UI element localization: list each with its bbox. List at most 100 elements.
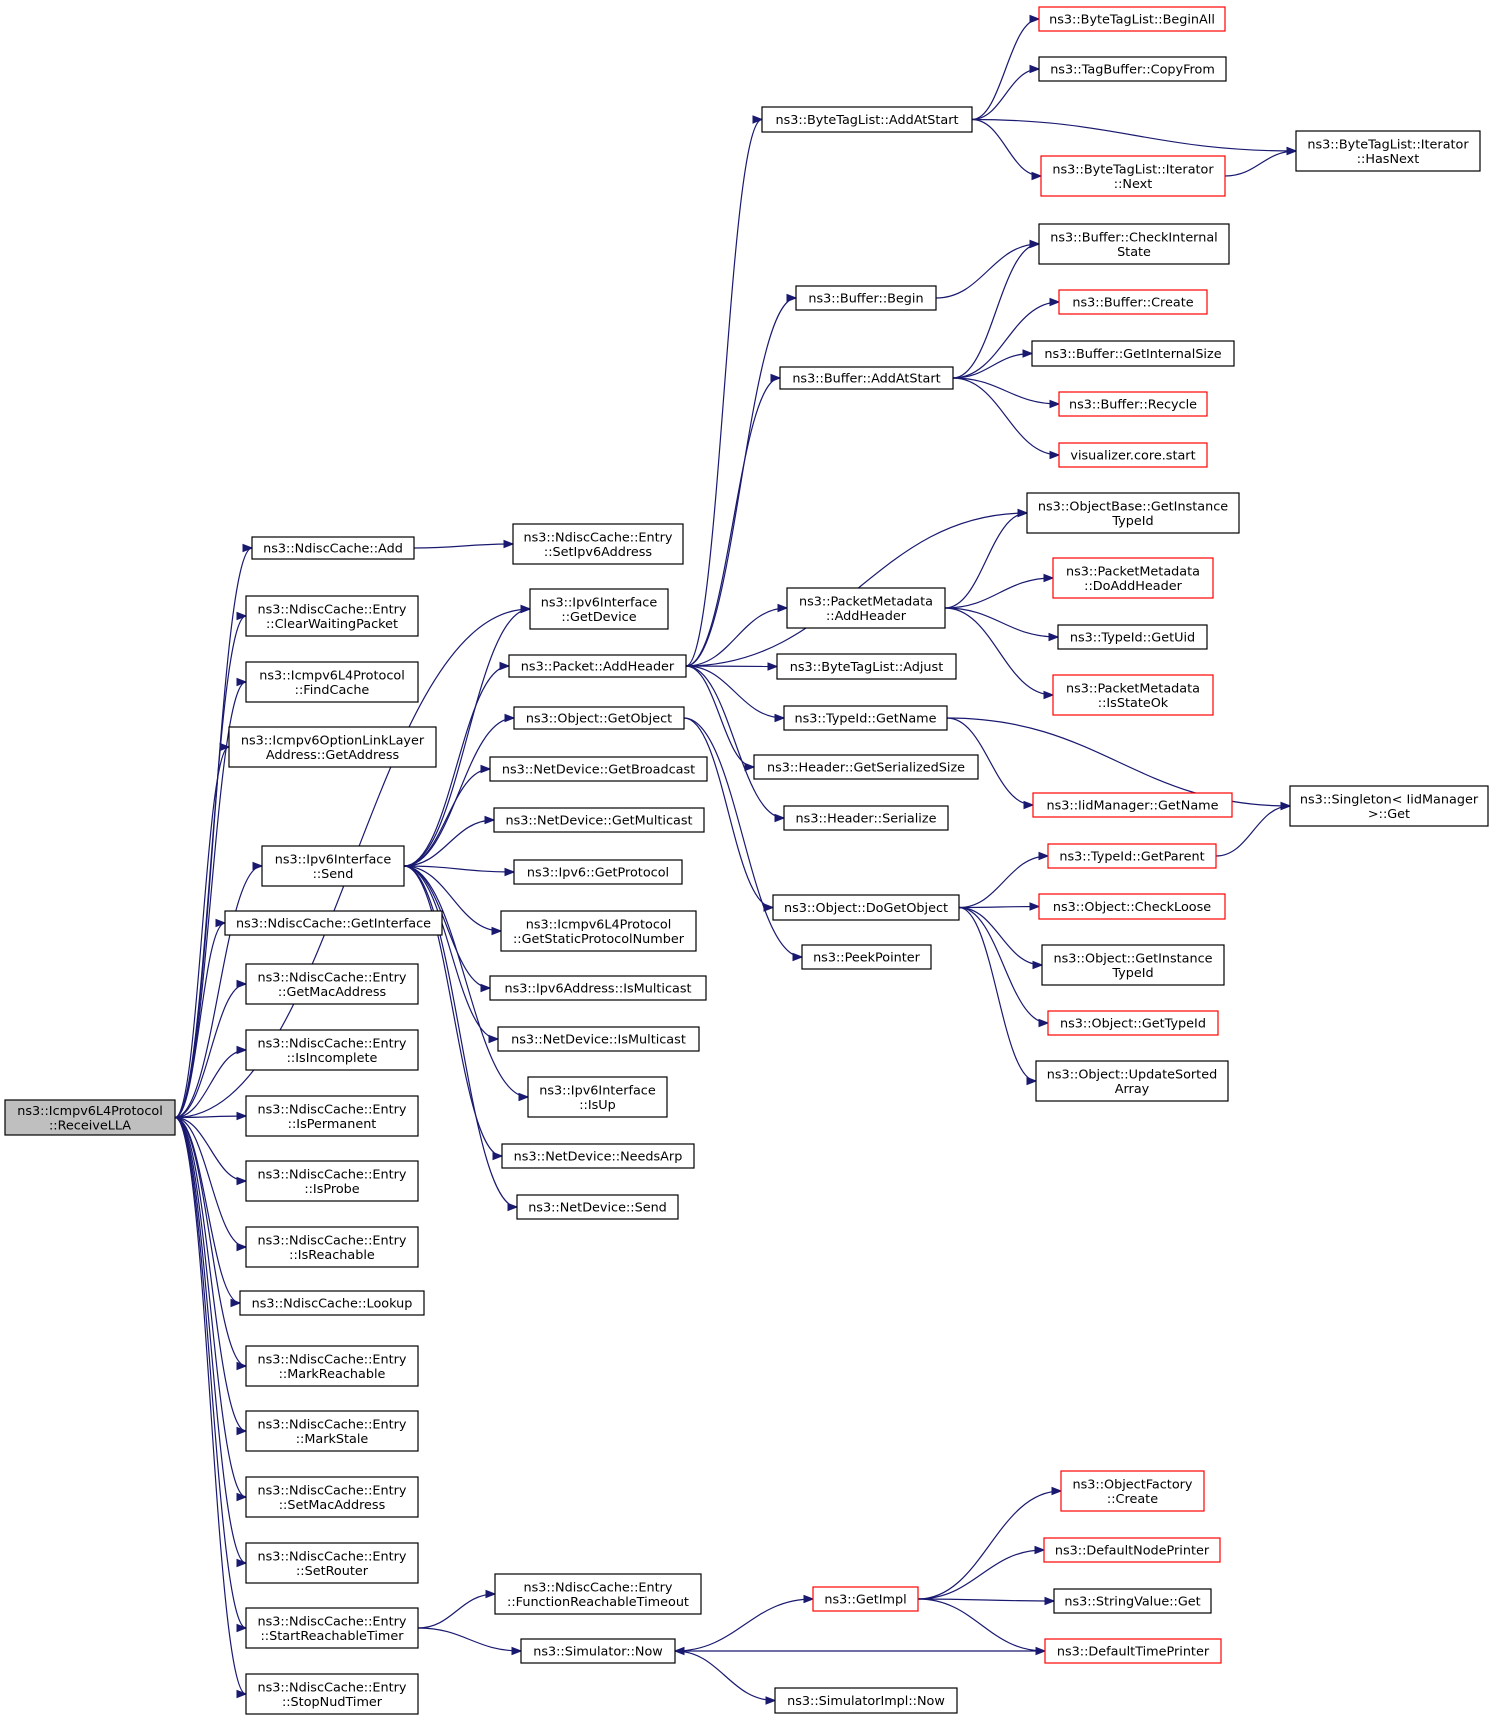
node-isprobe[interactable]: ns3::NdiscCache::Entry::IsProbe [245,1160,419,1202]
node-box-objfactory_create[interactable] [1060,1470,1205,1512]
node-typeid_getuid[interactable]: ns3::TypeId::GetUid [1057,624,1208,650]
node-box-tagbuf_copyfrom[interactable] [1038,56,1227,82]
node-btl_addatstart[interactable]: ns3::ByteTagList::AddAtStart [761,106,973,133]
node-box-nd_send[interactable] [516,1194,679,1220]
node-buf_create[interactable]: ns3::Buffer::Create [1058,289,1208,315]
node-box-singleton_get[interactable] [1289,785,1489,827]
node-box-buf_getinternalsize[interactable] [1031,340,1235,367]
node-box-lookup[interactable] [239,1290,425,1316]
node-box-btl_beginall[interactable] [1038,6,1226,32]
node-box-deftimeprinter[interactable] [1044,1638,1222,1664]
node-box-startreach[interactable] [245,1607,419,1649]
node-ipv6if_getdev[interactable]: ns3::Ipv6Interface::GetDevice [529,588,669,630]
node-box-obj_gettypeid[interactable] [1047,1010,1219,1036]
node-startreach[interactable]: ns3::NdiscCache::Entry::StartReachableTi… [245,1607,419,1649]
node-box-nd_getbcast[interactable] [489,756,708,782]
node-box-markstale[interactable] [245,1410,419,1452]
node-nd_add[interactable]: ns3::NdiscCache::Add [251,536,415,560]
node-typeid_getparent[interactable]: ns3::TypeId::GetParent [1047,843,1217,869]
node-markreach[interactable]: ns3::NdiscCache::Entry::MarkReachable [245,1345,419,1387]
node-obj_getobject[interactable]: ns3::Object::GetObject [513,706,685,730]
node-hdr_serialize[interactable]: ns3::Header::Serialize [783,805,949,831]
node-nd_needsarp[interactable]: ns3::NetDevice::NeedsArp [501,1143,695,1169]
node-box-ipv6_getproto[interactable] [513,859,683,885]
node-box-hdr_serialize[interactable] [783,805,949,831]
node-box-set_ipv6[interactable] [512,523,684,565]
node-box-viz_start[interactable] [1058,442,1208,468]
node-nd_getmcast[interactable]: ns3::NetDevice::GetMulticast [493,807,705,833]
node-box-nd_ismc[interactable] [497,1026,700,1052]
node-box-btl_it_next[interactable] [1040,155,1226,197]
node-box-typeid_getname[interactable] [783,705,948,731]
node-box-ipv6if_isup[interactable] [527,1076,668,1118]
node-box-buf_create[interactable] [1058,289,1208,315]
node-box-isprobe[interactable] [245,1160,419,1202]
node-peekpointer[interactable]: ns3::PeekPointer [801,944,932,970]
node-box-btl_adjust[interactable] [776,653,957,680]
node-ipv6addr_ismc[interactable]: ns3::Ipv6Address::IsMulticast [489,975,707,1001]
node-buf_getinternalsize[interactable]: ns3::Buffer::GetInternalSize [1031,340,1235,367]
node-box-nd_getif[interactable] [224,910,443,936]
node-box-buf_addatstart[interactable] [779,366,954,390]
node-box-sim_now[interactable] [520,1638,676,1664]
node-box-stopnud[interactable] [245,1673,419,1715]
node-isincomplete[interactable]: ns3::NdiscCache::Entry::IsIncomplete [245,1029,419,1071]
node-box-iidmgr_getname[interactable] [1032,792,1233,818]
node-sim_now[interactable]: ns3::Simulator::Now [520,1638,676,1664]
node-viz_start[interactable]: visualizer.core.start [1058,442,1208,468]
node-isreachable[interactable]: ns3::NdiscCache::Entry::IsReachable [245,1226,419,1268]
node-root[interactable]: ns3::Icmpv6L4Protocol::ReceiveLLA [4,1099,176,1136]
node-pkt_addheader[interactable]: ns3::Packet::AddHeader [508,654,687,678]
node-box-obj_dogetobject[interactable] [772,894,960,921]
node-stopnud[interactable]: ns3::NdiscCache::Entry::StopNudTimer [245,1673,419,1715]
node-box-setmac[interactable] [245,1476,419,1518]
node-singleton_get[interactable]: ns3::Singleton< IidManager>::Get [1289,785,1489,827]
node-box-setrouter[interactable] [245,1542,419,1584]
node-btl_adjust[interactable]: ns3::ByteTagList::Adjust [776,653,957,680]
node-box-btl_it_hasnext[interactable] [1295,130,1481,172]
node-obj_dogetobject[interactable]: ns3::Object::DoGetObject [772,894,960,921]
node-box-buf_recycle[interactable] [1058,391,1208,417]
node-ipv6_getproto[interactable]: ns3::Ipv6::GetProtocol [513,859,683,885]
node-box-pm_addheader[interactable] [786,587,946,629]
node-clear_wait[interactable]: ns3::NdiscCache::Entry::ClearWaitingPack… [245,595,419,637]
node-iidmgr_getname[interactable]: ns3::IidManager::GetName [1032,792,1233,818]
node-box-btl_addatstart[interactable] [761,106,973,133]
node-nd_send[interactable]: ns3::NetDevice::Send [516,1194,679,1220]
node-box-funcreachtimeout[interactable] [494,1573,702,1615]
node-btl_it_hasnext[interactable]: ns3::ByteTagList::Iterator::HasNext [1295,130,1481,172]
node-pm_isstateok[interactable]: ns3::PacketMetadata::IsStateOk [1052,674,1214,716]
node-getimpl[interactable]: ns3::GetImpl [812,1586,919,1612]
node-box-markreach[interactable] [245,1345,419,1387]
node-tagbuf_copyfrom[interactable]: ns3::TagBuffer::CopyFrom [1038,56,1227,82]
node-ipv6if_isup[interactable]: ns3::Ipv6Interface::IsUp [527,1076,668,1118]
node-box-pm_doaddheader[interactable] [1052,557,1214,599]
node-box-buf_begin[interactable] [795,285,937,311]
node-box-isreachable[interactable] [245,1226,419,1268]
node-setrouter[interactable]: ns3::NdiscCache::Entry::SetRouter [245,1542,419,1584]
node-box-typeid_getuid[interactable] [1057,624,1208,650]
node-markstale[interactable]: ns3::NdiscCache::Entry::MarkStale [245,1410,419,1452]
node-find_cache[interactable]: ns3::Icmpv6L4Protocol::FindCache [245,661,419,703]
node-set_ipv6[interactable]: ns3::NdiscCache::Entry::SetIpv6Address [512,523,684,565]
node-box-peekpointer[interactable] [801,944,932,970]
node-getmac[interactable]: ns3::NdiscCache::Entry::GetMacAddress [245,963,419,1005]
node-box-ispermanent[interactable] [245,1095,419,1137]
node-box-nd_getmcast[interactable] [493,807,705,833]
node-box-obj_getobject[interactable] [513,706,685,730]
node-lookup[interactable]: ns3::NdiscCache::Lookup [239,1290,425,1316]
node-buf_recycle[interactable]: ns3::Buffer::Recycle [1058,391,1208,417]
node-box-nd_needsarp[interactable] [501,1143,695,1169]
node-box-getmac[interactable] [245,963,419,1005]
node-box-icmp_getstatic[interactable] [500,910,697,952]
node-pm_addheader[interactable]: ns3::PacketMetadata::AddHeader [786,587,946,629]
node-box-ipv6addr_ismc[interactable] [489,975,707,1001]
node-objfactory_create[interactable]: ns3::ObjectFactory::Create [1060,1470,1205,1512]
node-box-defnodeprinter[interactable] [1043,1537,1221,1563]
node-box-nd_add[interactable] [251,536,415,560]
node-defnodeprinter[interactable]: ns3::DefaultNodePrinter [1043,1537,1221,1563]
node-stringvalue_get[interactable]: ns3::StringValue::Get [1053,1588,1212,1614]
node-box-hdr_getsersize[interactable] [753,754,979,780]
